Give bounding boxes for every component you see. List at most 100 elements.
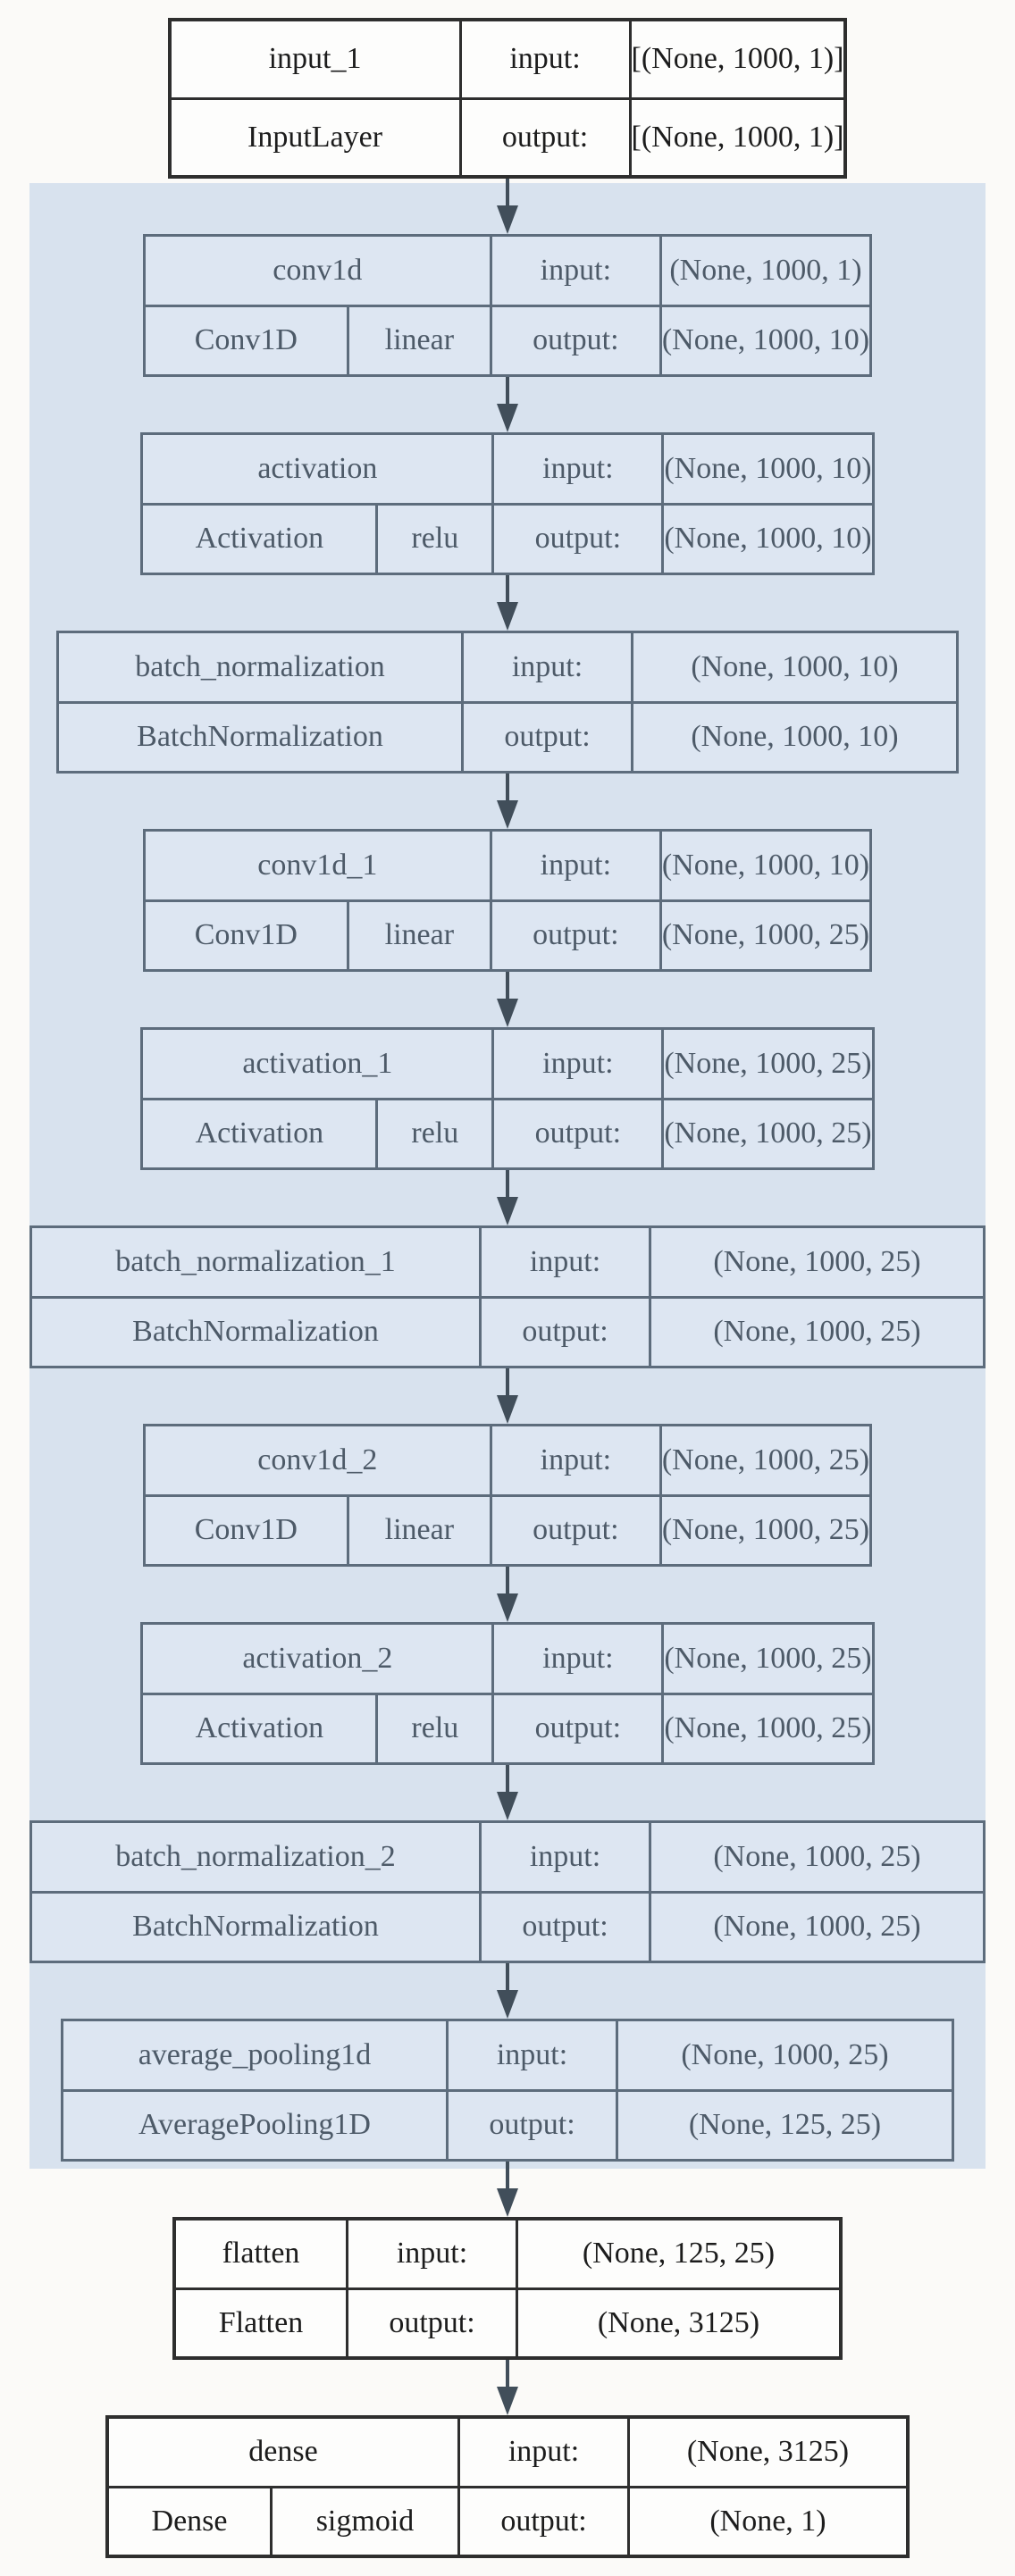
arrow-down-icon [490,2162,525,2217]
layer-activation: relu [375,1694,491,1762]
layer-node-activation: activation input: (None, 1000, 10) Activ… [140,432,875,575]
arrow-down-icon [490,2360,525,2415]
layer-class: Flatten [218,2305,304,2339]
layer-class: BatchNormalization [132,1315,379,1349]
layer-class: Dense [151,2504,228,2538]
arrow-shaft [506,972,509,999]
input-shape: (None, 1000, 10) [658,832,869,899]
input-label: input: [461,633,631,701]
input-label: input: [489,1426,659,1494]
output-label: output: [479,1893,649,1961]
arrow-head [497,1990,518,2019]
input-row: batch_normalization input: (None, 1000, … [59,633,956,704]
layer-node-average-pooling1d: average_pooling1d input: (None, 1000, 25… [61,2019,954,2162]
layer-name: dense [248,2435,318,2469]
arrow-down-icon [490,1963,525,2019]
arrow-shaft [506,2360,509,2387]
output-shape: (None, 1000, 25) [661,1694,872,1762]
input-shape: (None, 1000, 25) [661,1030,872,1098]
input-row: flatten input: (None, 125, 25) [176,2221,839,2290]
layer-node-input-1: input_1 input: [(None, 1000, 1)] InputLa… [167,18,848,179]
layer-node-conv1d-1: conv1d_1 input: (None, 1000, 10) Conv1D … [142,829,873,972]
input-row: batch_normalization_1 input: (None, 1000… [32,1228,983,1299]
output-row: Dense sigmoid output: (None, 1) [109,2488,906,2555]
layer-class: Activation [195,1711,324,1745]
layer-name: activation_1 [242,1046,393,1080]
input-row: activation_1 input: (None, 1000, 25) [143,1030,872,1100]
output-shape: (None, 1000, 25) [649,1298,983,1366]
layer-name: activation [257,451,378,485]
input-label: input: [491,1030,661,1098]
input-shape: (None, 3125) [627,2419,906,2486]
layer-node-batch-normalization-1: batch_normalization_1 input: (None, 1000… [29,1225,986,1368]
layer-class: Activation [195,522,324,556]
input-row: conv1d_1 input: (None, 1000, 10) [145,832,870,902]
input-row: activation input: (None, 1000, 10) [143,435,872,506]
input-shape: (None, 1000, 10) [661,435,872,503]
input-row: dense input: (None, 3125) [109,2419,906,2488]
arrow-shaft [506,377,509,404]
input-shape: (None, 1000, 10) [631,633,956,701]
input-shape: (None, 1000, 25) [616,2021,952,2089]
output-label: output: [489,901,659,969]
output-row: BatchNormalization output: (None, 1000, … [59,703,956,771]
output-shape: [(None, 1000, 1)] [628,99,843,175]
layer-name: average_pooling1d [138,2037,372,2071]
output-label: output: [457,2488,627,2555]
output-shape: (None, 1) [627,2488,906,2555]
input-label: input: [489,237,659,305]
layer-node-conv1d: conv1d input: (None, 1000, 1) Conv1D lin… [142,234,873,377]
input-label: input: [346,2221,516,2287]
output-shape: (None, 125, 25) [616,2091,952,2159]
output-label: output: [346,2289,516,2356]
output-shape: (None, 1000, 25) [661,1100,872,1167]
arrow-down-icon [490,1170,525,1225]
output-label: output: [491,1694,661,1762]
arrow-down-icon [490,377,525,432]
input-shape: (None, 1000, 25) [661,1625,872,1693]
input-shape: (None, 1000, 1) [658,237,869,305]
arrow-down-icon [490,179,525,234]
output-row: Conv1D linear output: (None, 1000, 25) [146,901,869,969]
output-label: output: [458,99,629,175]
layer-class: InputLayer [247,120,383,154]
layer-activation: relu [375,1100,491,1167]
output-row: Activation relu output: (None, 1000, 25) [143,1100,872,1167]
input-label: input: [457,2419,627,2486]
input-row: average_pooling1d input: (None, 1000, 25… [63,2021,952,2092]
arrow-down-icon [490,774,525,829]
layer-name: batch_normalization_1 [115,1244,396,1278]
arrow-down-icon [490,1765,525,1820]
output-shape: (None, 1000, 10) [631,703,956,771]
arrow-down-icon [490,972,525,1027]
arrow-shaft [506,1567,509,1593]
layer-name: batch_normalization_2 [115,1839,396,1873]
output-row: Activation relu output: (None, 1000, 10) [143,505,872,573]
layer-class: AveragePooling1D [138,2108,371,2142]
input-shape: (None, 1000, 25) [658,1426,869,1494]
arrow-head [497,1593,518,1622]
arrow-down-icon [490,1567,525,1622]
arrow-shaft [506,2162,509,2188]
output-label: output: [446,2091,616,2159]
output-label: output: [491,1100,661,1167]
input-label: input: [458,21,629,97]
layer-activation: linear [346,901,490,969]
output-shape: (None, 1000, 25) [649,1893,983,1961]
arrow-down-icon [490,1368,525,1424]
layer-class: BatchNormalization [137,720,383,754]
arrow-head [497,800,518,829]
arrow-head [497,205,518,234]
arrow-shaft [506,1170,509,1197]
layer-class: Conv1D [194,918,298,952]
layer-name: conv1d_1 [257,848,378,882]
input-shape: (None, 1000, 25) [649,1823,983,1891]
output-shape: (None, 1000, 10) [658,306,869,374]
output-shape: (None, 1000, 25) [658,901,869,969]
arrow-down-icon [490,575,525,631]
output-row: BatchNormalization output: (None, 1000, … [32,1893,983,1961]
layer-class: BatchNormalization [132,1910,379,1944]
input-row: batch_normalization_2 input: (None, 1000… [32,1823,983,1894]
